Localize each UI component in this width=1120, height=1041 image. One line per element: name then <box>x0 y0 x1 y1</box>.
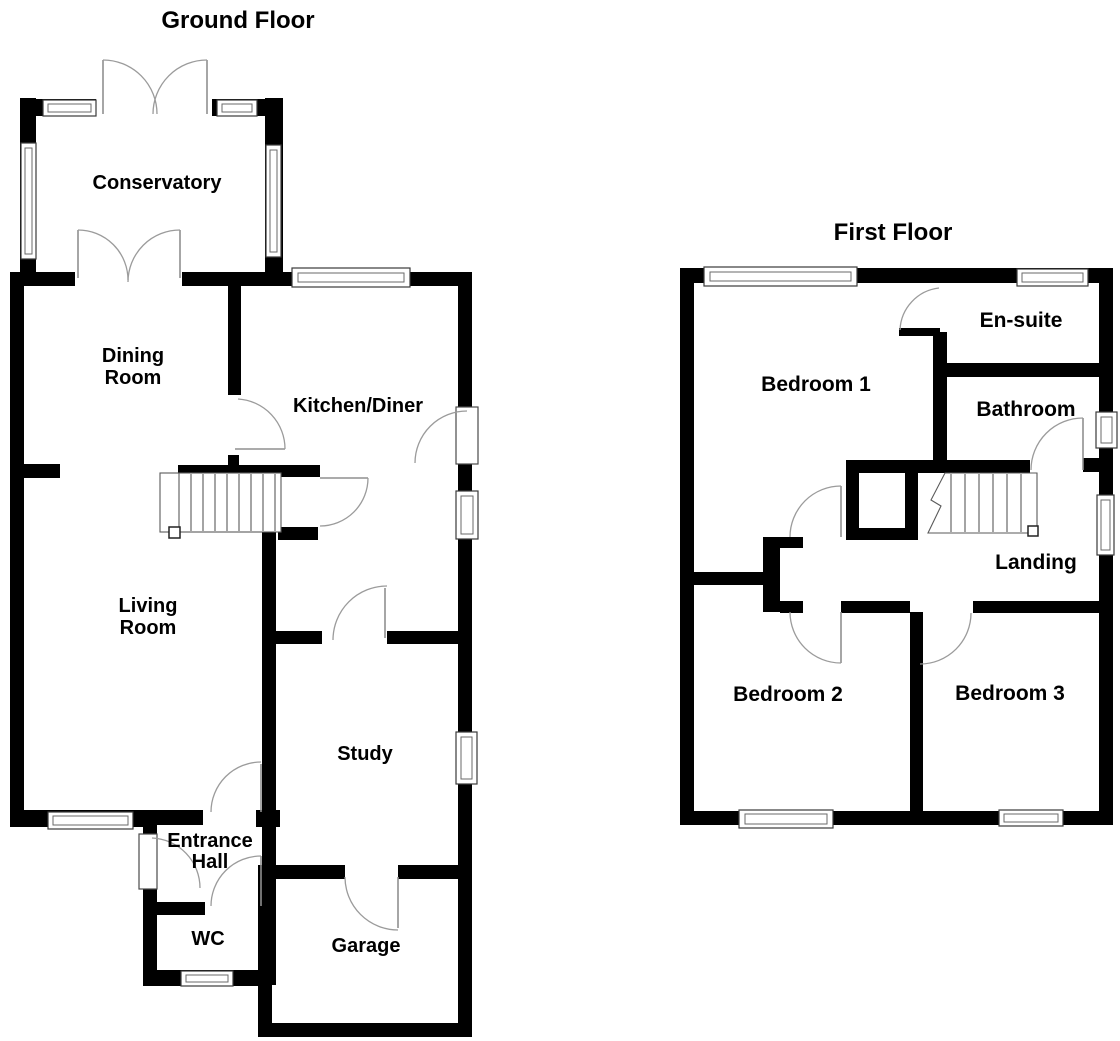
bedroom1-door <box>789 485 842 538</box>
ground-floor-title: Ground Floor <box>161 7 314 34</box>
bathroom-window-right <box>1095 411 1118 449</box>
bedroom3-window-bottom <box>998 809 1064 827</box>
living-room-window-bottom <box>47 811 134 830</box>
room-label-living-2: Room <box>120 617 177 639</box>
room-label-bedroom1: Bedroom 1 <box>761 373 871 396</box>
landing-window-right <box>1096 494 1115 556</box>
first-floor-title: First Floor <box>834 219 953 246</box>
room-label-bedroom3: Bedroom 3 <box>955 682 1065 705</box>
ground-walls <box>10 98 472 1037</box>
room-label-landing: Landing <box>995 551 1077 574</box>
kitchen-window-right <box>455 490 479 540</box>
conservatory-window-top-right <box>216 99 258 117</box>
kitchen-to-living-door <box>319 477 369 527</box>
room-label-conservatory: Conservatory <box>93 172 223 194</box>
first-walls <box>680 268 1113 825</box>
study-to-garage-door <box>344 876 399 931</box>
room-label-dining-1: Dining <box>102 345 164 367</box>
room-label-ensuite: En-suite <box>980 309 1063 332</box>
staircase-first <box>927 472 1039 537</box>
room-label-dining-2: Room <box>105 367 162 389</box>
bedroom2-window-bottom <box>738 809 834 829</box>
room-label-bathroom: Bathroom <box>976 398 1075 421</box>
room-label-kitchen: Kitchen/Diner <box>293 395 423 417</box>
living-to-hall-door <box>210 761 262 813</box>
kitchen-window-top <box>291 267 411 288</box>
kitchen-side-door <box>414 406 479 465</box>
study-window-right <box>455 731 478 785</box>
room-label-hall-2: Hall <box>192 851 229 873</box>
bedroom2-door <box>789 611 842 664</box>
dining-to-kitchen-door <box>235 398 286 450</box>
room-label-hall-1: Entrance <box>167 830 253 852</box>
room-label-wc: WC <box>191 928 224 950</box>
ground-floor-plan: Ground Floor Conservatory Dining Room Ki… <box>10 7 479 1037</box>
bedroom3-door <box>919 612 972 665</box>
conservatory-french-doors-top <box>102 59 208 115</box>
conservatory-french-doors-bottom <box>77 229 181 283</box>
hall-to-wc-door <box>210 855 262 907</box>
front-entrance-door <box>138 833 201 890</box>
staircase-ground <box>159 472 282 539</box>
first-floor-plan: First Floor Bedroom 1 En-suite Bathroom … <box>680 219 1118 829</box>
conservatory-window-left <box>20 142 37 260</box>
room-label-living-1: Living <box>119 595 178 617</box>
study-door <box>332 585 388 641</box>
ensuite-door <box>899 287 940 336</box>
conservatory-window-right <box>265 144 282 258</box>
room-label-study: Study <box>337 743 393 765</box>
room-label-garage: Garage <box>332 935 401 957</box>
wc-window-bottom <box>180 970 234 987</box>
ensuite-window-top <box>1016 268 1089 287</box>
room-label-bedroom2: Bedroom 2 <box>733 683 843 706</box>
conservatory-window-top-left <box>42 99 97 117</box>
bedroom1-window-top <box>703 266 858 287</box>
bathroom-door <box>1030 417 1084 471</box>
